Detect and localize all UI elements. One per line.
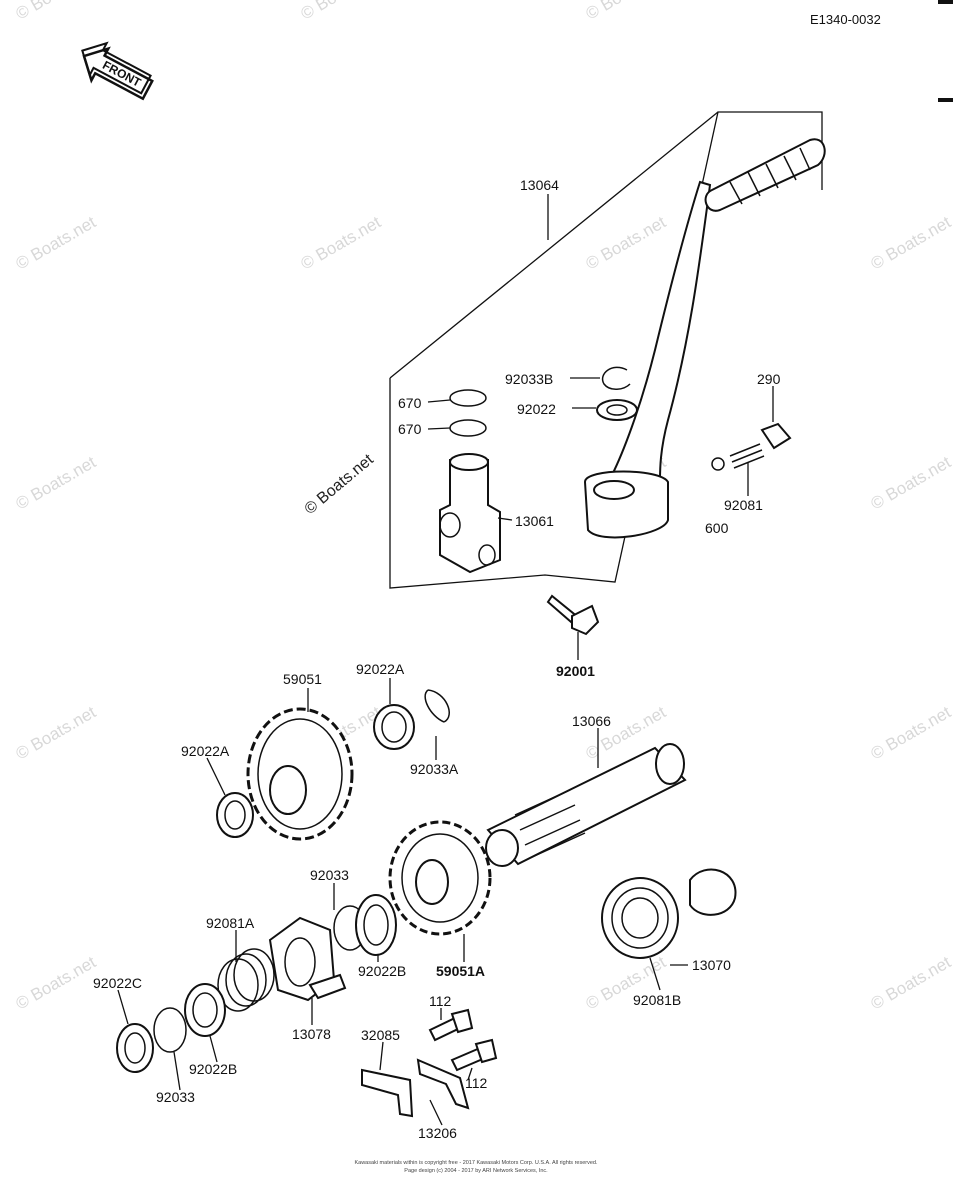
callout-label: 32085 — [361, 1027, 400, 1043]
watermark: © Boats.net — [583, 0, 670, 23]
edge-mark — [938, 98, 953, 102]
callout-label: 92022B — [358, 963, 406, 979]
washer-92022A-left — [216, 792, 254, 838]
detent-parts — [711, 422, 792, 471]
washer-92022A-top — [373, 704, 415, 750]
diagram-id: E1340-0032 — [810, 12, 881, 27]
kick-arm-boundary — [389, 111, 823, 589]
callout-label: 59051A — [436, 963, 485, 979]
callout-label: 92081A — [206, 915, 255, 931]
watermark: © Boats.net — [868, 212, 953, 273]
callout-label: 670 — [398, 421, 422, 437]
callout-label: 112 — [429, 993, 452, 1009]
kick-pedal-arm — [583, 138, 826, 539]
callout-label: 92033 — [310, 867, 349, 883]
callout-label: 670 — [398, 395, 422, 411]
circlip-92033-low — [153, 1007, 187, 1053]
circlip-92033A — [424, 689, 450, 723]
callout-label: 13066 — [572, 713, 611, 729]
watermark: © Boats.net — [13, 452, 100, 513]
washer-92022C — [116, 1023, 154, 1073]
watermark: © Boats.net — [868, 952, 953, 1013]
kick-shaft-13066 — [485, 743, 687, 867]
callout-label: 92022A — [181, 743, 230, 759]
guide-plates — [361, 1058, 470, 1118]
callout-label: 13070 — [692, 957, 731, 973]
callout-label: 112 — [465, 1075, 488, 1091]
watermark: © Boats.net — [298, 212, 385, 273]
callout-label: 92022C — [93, 975, 142, 991]
front-arrow-icon: FRONT — [81, 41, 154, 101]
callout-label: 59051 — [283, 671, 322, 687]
watermark: © Boats.net — [298, 0, 385, 23]
watermark: © Boats.net — [13, 702, 100, 763]
bolts-112 — [428, 1008, 498, 1072]
gear-59051 — [246, 707, 354, 841]
washer-92022B-mid — [355, 894, 397, 956]
watermark: © Boats.net — [13, 212, 100, 273]
callout-label: 92081B — [633, 992, 681, 1008]
watermark: © Boats.net — [868, 452, 953, 513]
callout-label: 13061 — [515, 513, 554, 529]
ratchet-13078 — [268, 916, 347, 1002]
watermark: © Boats.net — [583, 212, 670, 273]
callout-label: 290 — [757, 371, 781, 387]
callout-label: 92081 — [724, 497, 763, 513]
callout-label: 92022 — [517, 401, 556, 417]
leader-lines — [117, 194, 774, 1126]
callout-label: 92022B — [189, 1061, 237, 1077]
edge-mark — [938, 0, 953, 4]
callout-label: 92033B — [505, 371, 553, 387]
watermark: © Boats.net — [868, 702, 953, 763]
washer-92022 — [596, 399, 638, 421]
callout-label: 600 — [705, 520, 729, 536]
watermark-dark: © Boats.net — [302, 451, 378, 518]
spring-92081A — [217, 948, 275, 1012]
kick-spring-13070 — [601, 868, 737, 959]
circlip-92033B — [601, 366, 631, 390]
footer-page-design: Page design (c) 2004 - 2017 by ARI Netwo… — [404, 1168, 548, 1174]
gear-59051A — [388, 820, 492, 936]
watermark: © Boats.net — [13, 0, 100, 23]
callout-label: 92001 — [556, 663, 595, 679]
watermark: © Boats.net — [13, 952, 100, 1013]
callout-label: 13206 — [418, 1125, 457, 1141]
washer-92022B-low — [184, 983, 226, 1037]
callout-label: 13078 — [292, 1026, 331, 1042]
callout-label: 92033A — [410, 761, 459, 777]
callout-labels: 13064 92033B 92022 290 670 670 13061 920… — [93, 177, 781, 1141]
footer-copyright: Kawasaki materials within is copyright f… — [354, 1160, 597, 1166]
callout-label: 13064 — [520, 177, 559, 193]
bolt-92001 — [546, 594, 600, 636]
callout-label: 92022A — [356, 661, 405, 677]
callout-label: 92033 — [156, 1089, 195, 1105]
boundary-diagonal — [389, 111, 719, 379]
kick-shaft — [439, 389, 501, 574]
